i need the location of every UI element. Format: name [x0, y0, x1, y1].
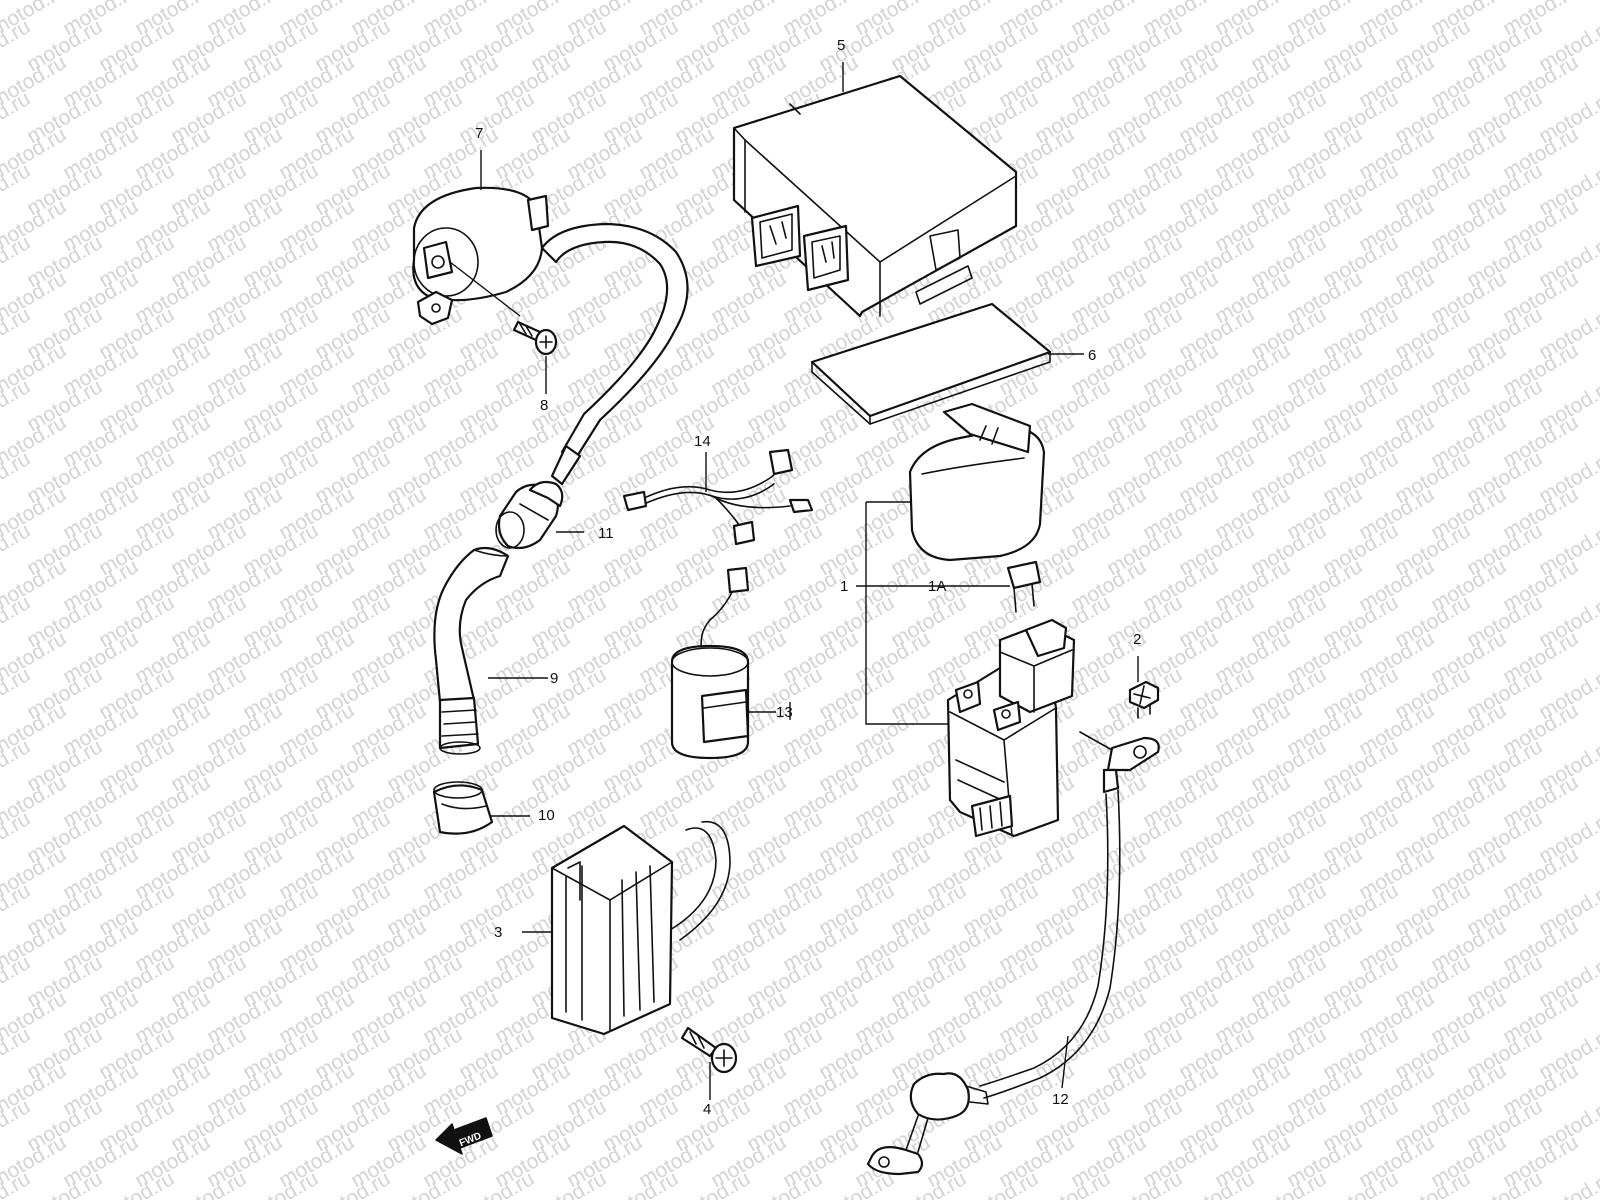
- callout-9: 9: [550, 670, 558, 687]
- callout-10: 10: [538, 807, 555, 824]
- part-screw-4: [680, 1026, 738, 1074]
- callout-11: 11: [598, 525, 614, 542]
- fwd-arrow-icon: FWD: [435, 1117, 493, 1155]
- part-screw-8: [512, 320, 558, 356]
- part-wiring-harness: [622, 448, 814, 546]
- callout-3: 3: [494, 924, 502, 941]
- callout-5: 5: [837, 37, 845, 54]
- callout-12: 12: [1052, 1091, 1069, 1108]
- callout-4: 4: [703, 1101, 711, 1118]
- part-starter-relay: [865, 402, 1076, 838]
- part-condenser: [670, 566, 750, 760]
- part-high-tension-lead: [433, 222, 689, 755]
- callout-2: 2: [1133, 631, 1141, 648]
- callouts: 5 6 7 8 14 11 9 13 10 3 4 1 1A 2 12: [475, 37, 1141, 1118]
- leader-lines: [449, 62, 1139, 1100]
- part-cdi-unit: [732, 74, 1018, 318]
- callout-13: 13: [776, 704, 793, 721]
- callout-8: 8: [540, 397, 548, 414]
- callout-7: 7: [475, 125, 483, 142]
- part-pad: [810, 302, 1052, 425]
- part-regulator: [550, 820, 731, 1036]
- part-ignition-coil: [412, 186, 550, 326]
- part-earth-lead: [866, 731, 1160, 1176]
- callout-1: 1: [840, 578, 848, 595]
- callout-1a: 1A: [928, 578, 946, 595]
- callout-14: 14: [694, 433, 711, 450]
- callout-6: 6: [1088, 347, 1096, 364]
- part-bolt-2: [1128, 680, 1160, 719]
- part-plug-boot: [432, 781, 494, 835]
- part-plug-cap: [495, 480, 564, 550]
